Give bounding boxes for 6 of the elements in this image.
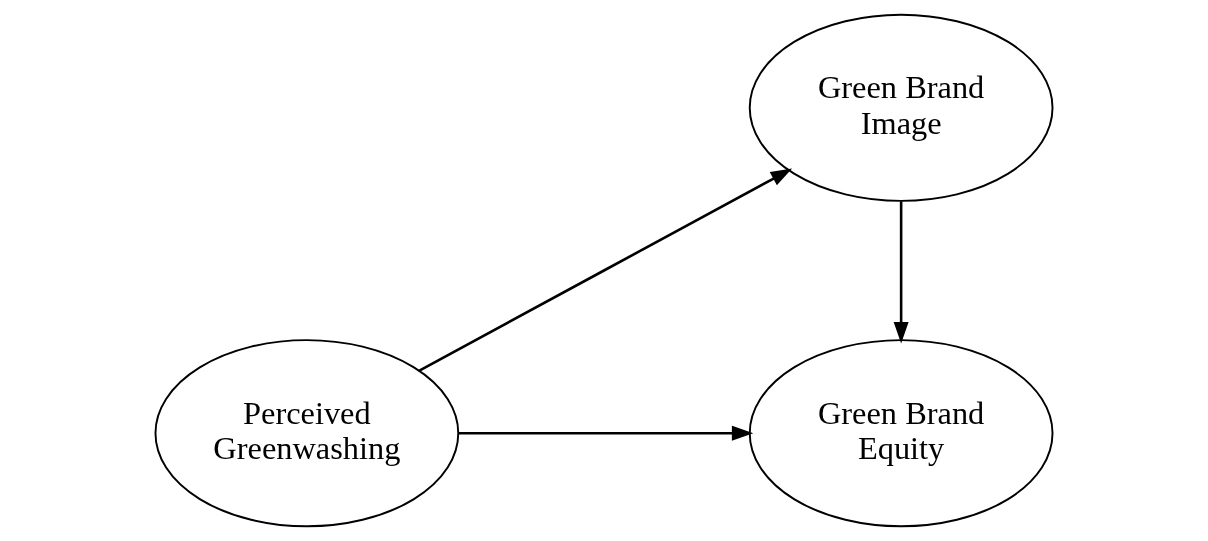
arrow	[418, 168, 793, 372]
node-ellipse: Green Brand Image	[748, 13, 1054, 202]
node-ellipse: Perceived Greenwashing	[154, 339, 460, 528]
arrow	[893, 201, 909, 344]
arrow	[458, 425, 754, 441]
node-ellipse: Green Brand Equity	[748, 339, 1054, 528]
